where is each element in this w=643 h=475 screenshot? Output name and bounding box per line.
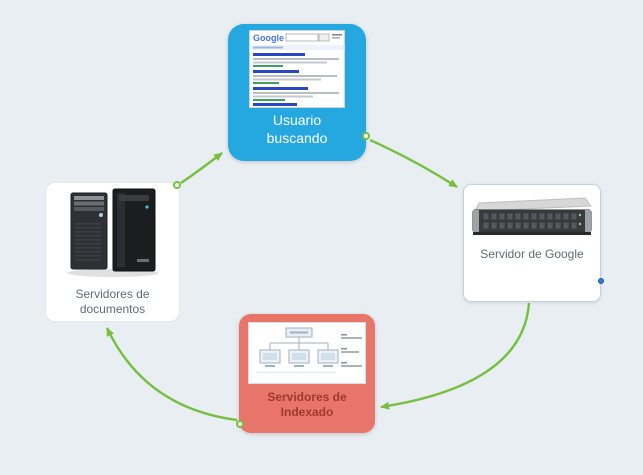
port-dot-documentos[interactable] bbox=[173, 181, 181, 189]
connection-arrow-usuario-to-servidor-google[interactable] bbox=[369, 138, 458, 189]
node-usuario-buscando[interactable]: Google Usuario buscando bbox=[228, 24, 366, 161]
connection-arrow-indexado-to-documentos[interactable] bbox=[105, 327, 238, 422]
google-logo-text: Google bbox=[253, 33, 284, 43]
node-servidores-de-documentos[interactable]: Servidores de documentos bbox=[45, 182, 180, 322]
node-label-servidores-de-indexado: Servidores de Indexado bbox=[267, 390, 347, 419]
node-label-usuario-buscando: Usuario buscando bbox=[266, 112, 328, 146]
server-rack-image bbox=[472, 197, 592, 235]
node-servidores-de-indexado[interactable]: Servidores de Indexado bbox=[239, 314, 375, 433]
node-label-servidores-de-documentos: Servidores de documentos bbox=[75, 287, 150, 316]
google-search-screenshot: Google bbox=[249, 30, 345, 108]
port-dot-usuario[interactable] bbox=[362, 132, 370, 140]
connection-arrow-servidor-google-to-indexado[interactable] bbox=[380, 302, 531, 410]
node-servidor-de-google[interactable]: Servidor de Google bbox=[463, 184, 601, 302]
tower-servers-image bbox=[66, 188, 159, 277]
indexing-diagram-image bbox=[248, 322, 366, 384]
connection-arrow-documentos-to-usuario[interactable] bbox=[180, 152, 223, 184]
port-dot-indexado[interactable] bbox=[236, 420, 244, 428]
port-dot-servidor-google[interactable] bbox=[598, 278, 604, 284]
node-label-servidor-de-google: Servidor de Google bbox=[480, 247, 584, 261]
